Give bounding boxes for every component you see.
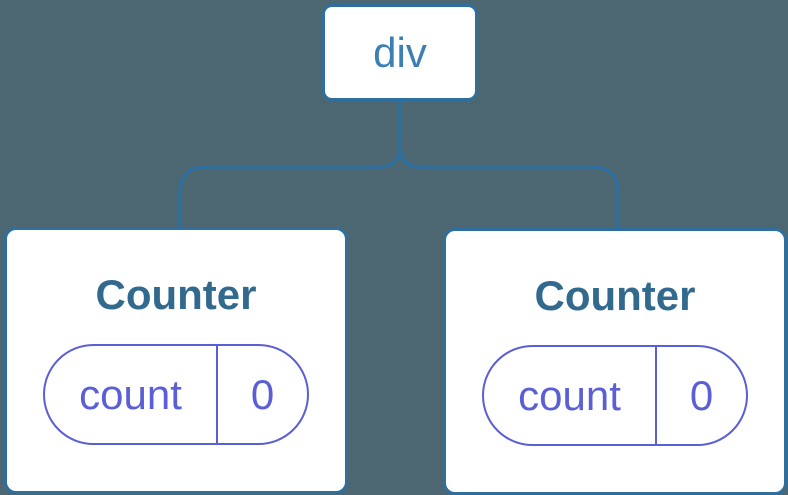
root-node: div bbox=[322, 4, 478, 101]
state-pill: count 0 bbox=[43, 344, 309, 446]
state-value: 0 bbox=[216, 346, 307, 444]
component-title: Counter bbox=[95, 271, 257, 318]
component-card-left: Counter count 0 bbox=[4, 227, 348, 494]
state-pill: count 0 bbox=[482, 345, 748, 447]
state-key-label: count bbox=[518, 371, 621, 419]
state-key-label: count bbox=[79, 370, 182, 418]
component-title: Counter bbox=[534, 272, 696, 319]
state-value: 0 bbox=[655, 347, 746, 445]
connector-left-branch bbox=[178, 101, 402, 229]
component-card-right: Counter count 0 bbox=[443, 228, 787, 495]
connector-right-branch bbox=[398, 101, 620, 230]
root-node-label: div bbox=[373, 28, 427, 76]
